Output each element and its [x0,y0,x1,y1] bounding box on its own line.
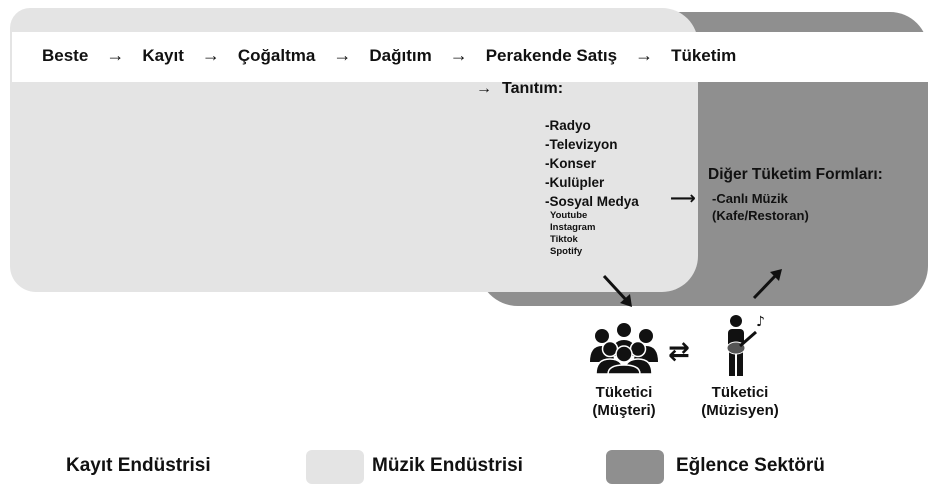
legend-swatch-music-industry [306,450,364,484]
chain-step-composition: Beste [42,46,89,65]
channel-concert: -Konser [545,156,597,171]
other-form-live-music: -Canlı Müzik [712,191,788,206]
chain-arrow-icon: → [449,45,468,65]
promotion-title: Tanıtım: [502,80,564,97]
legend-label-music-industry: Müzik Endüstrisi [372,455,523,476]
channel-social-media: -Sosyal Medya [545,194,639,209]
legend-swatch-recording-industry [8,450,66,484]
promotion-heading: → Tanıtım: [476,80,563,98]
guitarist-icon: ♪ [726,314,765,376]
chain-step-consumption: Tüketim [671,46,737,65]
chain-arrow-icon: → [635,45,654,65]
chain-arrow-icon: → [333,45,352,65]
channel-radio: -Radyo [545,118,591,133]
chain-arrow-icon: → [106,45,125,65]
other-consumption-forms-title: Diğer Tüketim Formları: [708,166,883,183]
svg-text:♪: ♪ [756,314,765,330]
other-consumption-forms-items: -Canlı Müzik (Kafe/Restoran) [712,190,809,224]
channel-television: -Televizyon [545,137,618,152]
chain-step-retail: Perakende Satış [485,46,618,65]
legend-swatch-entertainment-sector [606,450,664,484]
platform-youtube: Youtube [550,210,588,221]
promotion-arrow-icon: → [476,80,492,97]
arrow-to-other-forms-icon [752,269,782,300]
consumer-musician-label: Tüketici (Müzisyen) [701,384,779,419]
consumer-customer-label: Tüketici (Müşteri) [592,384,656,419]
platform-spotify: Spotify [550,246,583,257]
other-form-cafe-restaurant: (Kafe/Restoran) [712,208,809,223]
legend-label-recording-industry: Kayıt Endüstrisi [66,455,211,476]
exchange-arrows-icon: ⇄ [668,336,690,366]
chain-step-reproduction: Çoğaltma [237,46,316,65]
social-media-platforms: Youtube Instagram Tiktok Spotify [550,210,595,258]
arrow-to-customer-icon [602,274,632,307]
chain-step-recording: Kayıt [142,46,184,65]
platform-instagram: Instagram [550,222,596,233]
platform-tiktok: Tiktok [550,234,578,245]
value-chain: Beste → Kayıt → Çoğaltma → Dağıtım → Perakende S… [42,45,932,71]
legend-label-entertainment-sector: Eğlence Sektörü [676,455,825,476]
group-of-people-icon [590,323,658,374]
chain-step-distribution: Dağıtım [369,46,432,65]
recording-industry-band [12,32,934,82]
chain-arrow-icon: → [201,45,220,65]
promotion-channels: -Radyo -Televizyon -Konser -Kulüpler -So… [545,116,639,211]
social-media-arrow-icon: ⟶ [670,188,696,208]
channel-clubs: -Kulüpler [545,175,605,190]
